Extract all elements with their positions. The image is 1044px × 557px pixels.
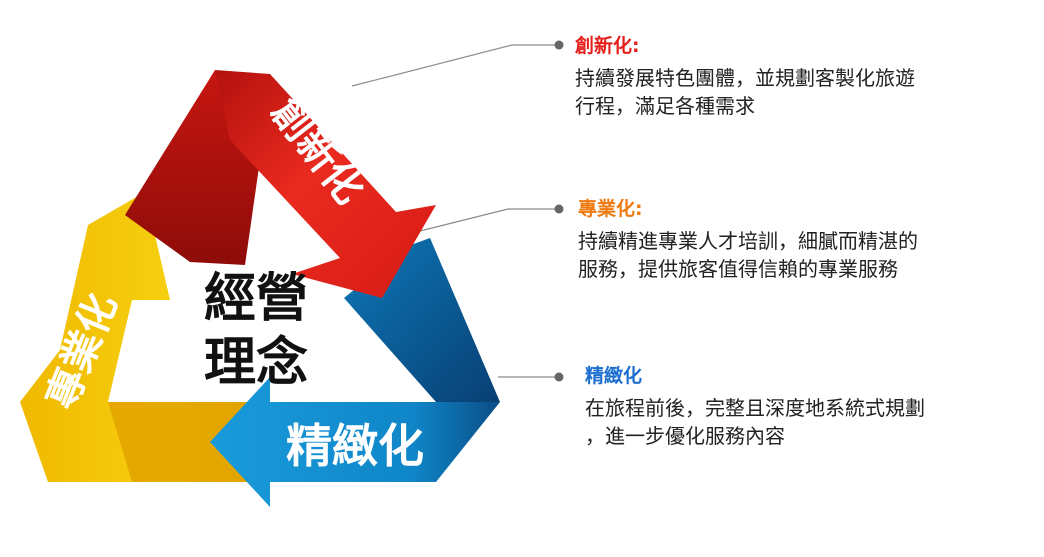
leader-dot-innovation: [554, 40, 564, 50]
block-innovation-title: 創新化:: [575, 35, 640, 57]
block-professional-line: 持續精進專業人才培訓，細膩而精湛的: [578, 229, 918, 253]
arrow-label-refined: 精緻化: [286, 419, 424, 473]
block-refined-title: 精緻化: [585, 365, 643, 387]
leader-dots: [554, 40, 564, 382]
arrow-red: [125, 70, 436, 298]
leader-dot-refined: [554, 372, 564, 382]
block-professional-desc: 持續精進專業人才培訓，細膩而精湛的 服務，提供旅客值得信賴的專業服務: [578, 227, 1038, 283]
block-innovation-line: 行程，滿足各種需求: [575, 94, 755, 118]
center-title-line1: 經營: [204, 269, 308, 329]
block-innovation-desc: 持續發展特色團體，並規劃客製化旅遊 行程，滿足各種需求: [575, 64, 1035, 120]
block-refined-line: 在旅程前後，完整且深度地系統式規劃: [585, 396, 925, 420]
leader-dot-professional: [554, 204, 564, 214]
leader-line-professional: [419, 208, 556, 232]
block-refined-line: ，進一步優化服務內容: [585, 424, 785, 448]
leader-line-innovation: [351, 44, 556, 87]
block-professional-title: 專業化:: [578, 198, 643, 220]
leader-lines: [351, 44, 556, 378]
block-professional-line: 服務，提供旅客值得信賴的專業服務: [578, 257, 898, 281]
block-refined: 精緻化 在旅程前後，完整且深度地系統式規劃 ，進一步優化服務內容: [585, 364, 1044, 450]
block-innovation: 創新化: 持續發展特色團體，並規劃客製化旅遊 行程，滿足各種需求: [575, 34, 1035, 120]
block-innovation-line: 持續發展特色團體，並規劃客製化旅遊: [575, 66, 915, 90]
block-professional: 專業化: 持續精進專業人才培訓，細膩而精湛的 服務，提供旅客值得信賴的專業服務: [578, 197, 1038, 283]
arrow-blue-bottom-band: [210, 377, 500, 507]
arrow-red-body: [215, 70, 436, 298]
center-title-line2: 理念: [204, 333, 308, 393]
block-refined-desc: 在旅程前後，完整且深度地系統式規劃 ，進一步優化服務內容: [585, 394, 1044, 450]
